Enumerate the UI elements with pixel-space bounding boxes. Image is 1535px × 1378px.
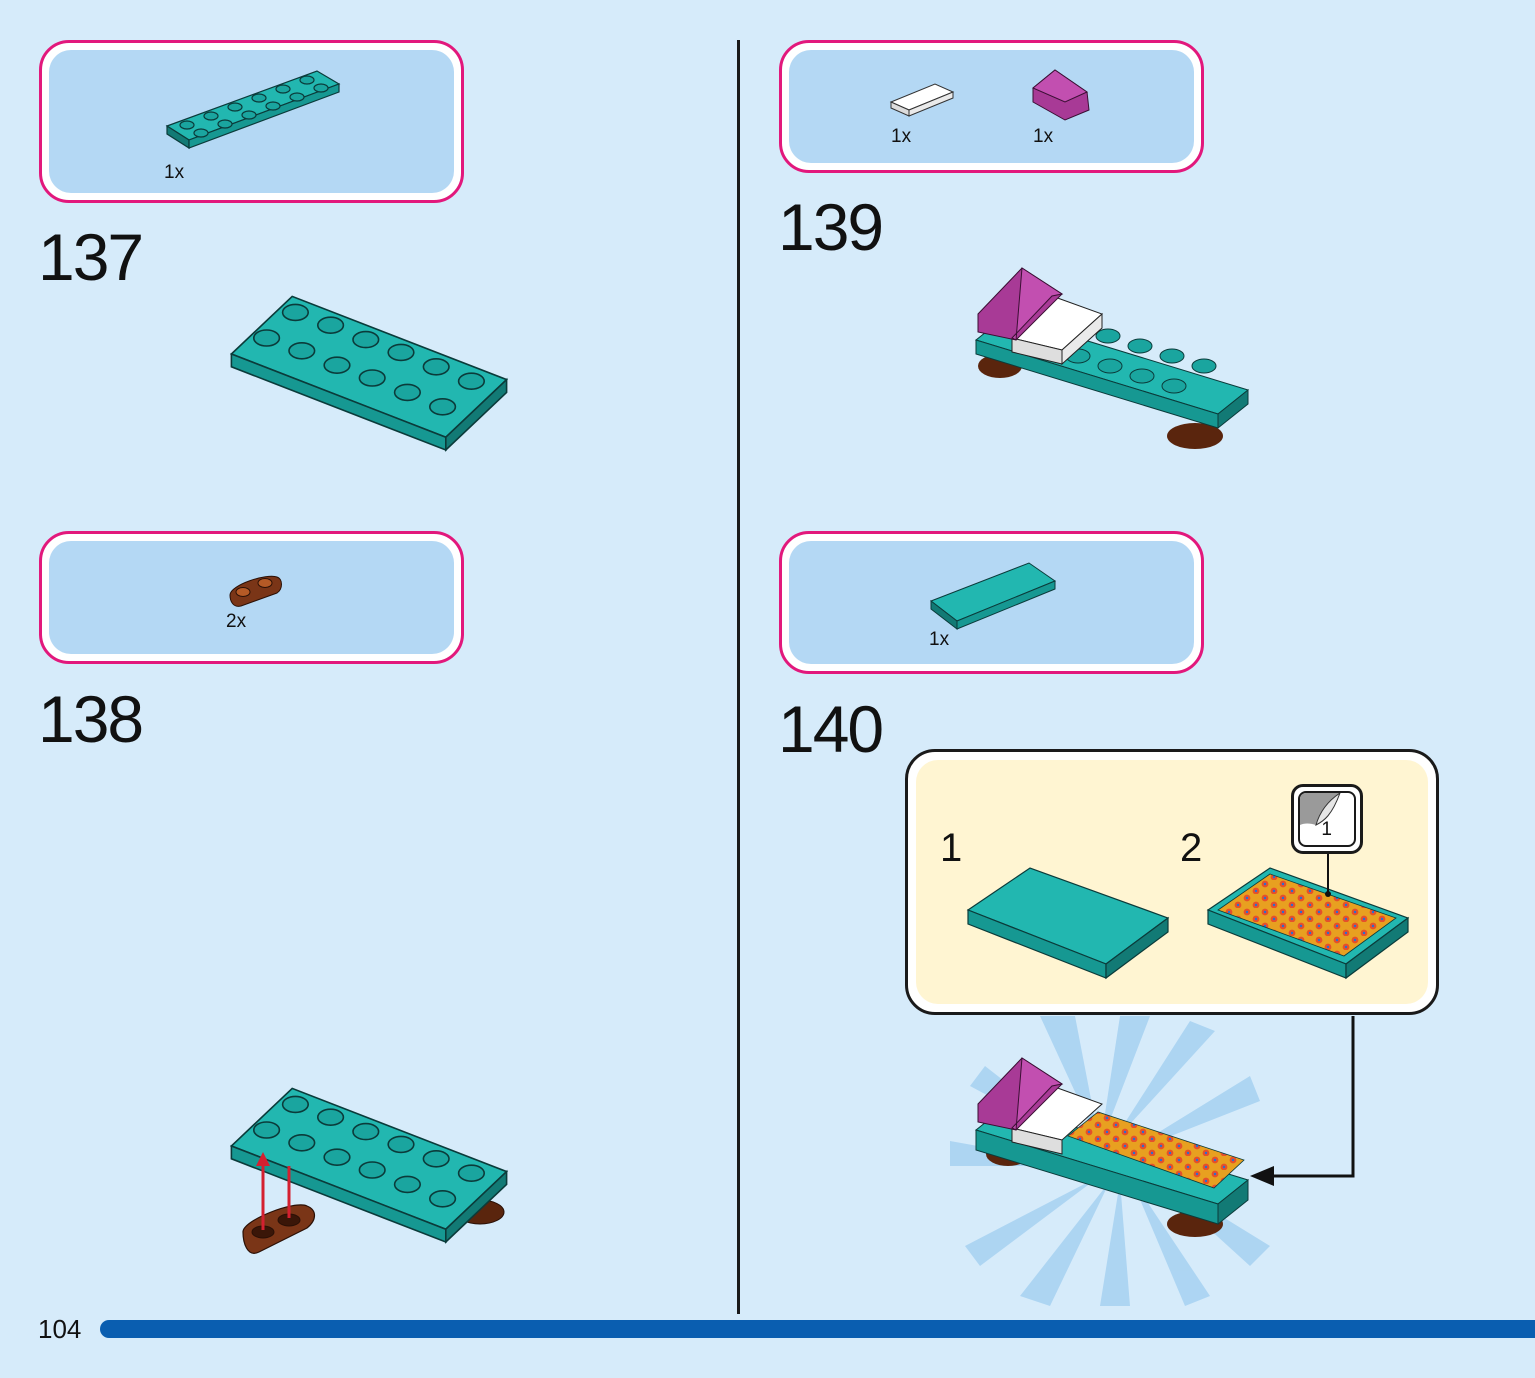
- step-number-137: 137: [38, 220, 144, 294]
- part-qty: 1x: [164, 162, 185, 183]
- page-divider: [737, 40, 740, 1314]
- sticker-reference: 1: [1291, 784, 1363, 854]
- footer-bar: [100, 1320, 1535, 1338]
- step-number-138: 138: [38, 682, 144, 756]
- page-number: 104: [38, 1314, 82, 1344]
- step-138-model: [229, 1087, 509, 1254]
- step-139-model: [974, 267, 1250, 449]
- purple-slope-part: [1032, 69, 1090, 121]
- step-137-model: [229, 295, 509, 452]
- parts-box-139: 1x 1x: [779, 40, 1204, 173]
- parts-box-137: 1x: [39, 40, 464, 203]
- callout-stickered-tile: [1206, 836, 1410, 980]
- step-140-model: [950, 1016, 1355, 1306]
- white-tile-1x2-part: [889, 83, 955, 117]
- callout-plain-tile: [966, 867, 1170, 980]
- teal-plate-2x6-part: [165, 70, 341, 150]
- part-qty: 1x: [891, 126, 912, 147]
- sticker-number: 1: [1321, 819, 1332, 840]
- sticker-peel-icon: [1300, 793, 1341, 826]
- teal-tile-2x4-part: [929, 562, 1057, 631]
- step-number-139: 139: [778, 190, 884, 264]
- parts-box-138: 2x: [39, 531, 464, 664]
- sub-step-number-2: 2: [1180, 826, 1203, 870]
- part-qty: 1x: [929, 629, 950, 650]
- part-qty: 1x: [1033, 126, 1054, 147]
- step-number-140: 140: [778, 692, 884, 766]
- parts-box-140: 1x: [779, 531, 1204, 674]
- sub-step-number-1: 1: [940, 826, 963, 870]
- part-qty: 2x: [226, 611, 247, 632]
- brown-plate-1x2-part: [229, 575, 282, 607]
